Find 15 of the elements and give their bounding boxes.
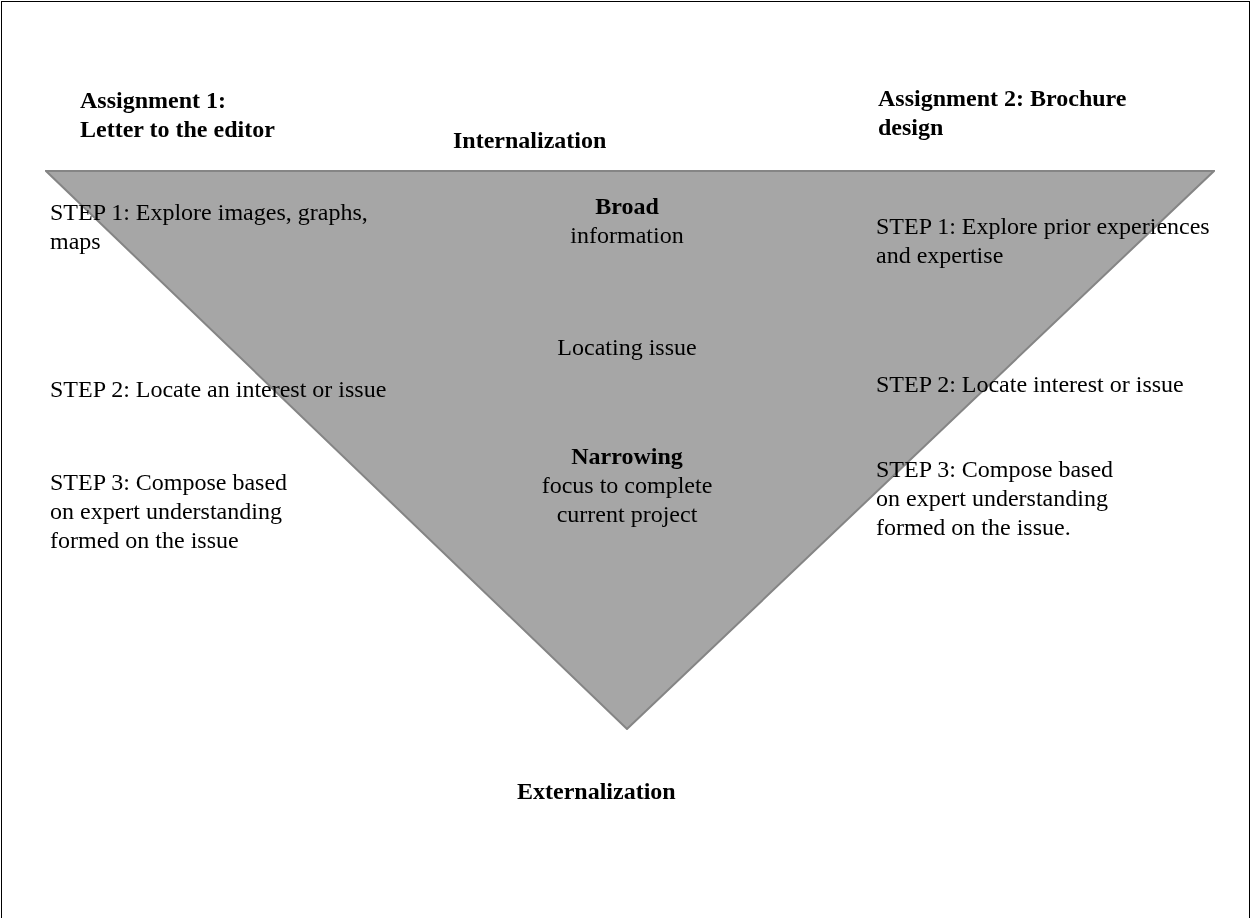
step-text: STEP 1: Explore images, graphs, maps — [50, 198, 369, 256]
heading-text: Assignment 1: Letter to the editor — [80, 86, 276, 144]
heading-text: Externalization — [517, 777, 677, 806]
step-text: STEP 1: Explore prior experiences and expertise — [876, 212, 1211, 270]
body-text: focus to complete current project — [540, 471, 714, 529]
step-text: STEP 3: Compose based on expert understanding formed on the issue — [50, 468, 289, 555]
step-text: STEP 2: Locate interest or issue — [876, 370, 1185, 399]
body-text: Locating issue — [556, 333, 698, 362]
step-text: STEP 2: Locate an interest or issue — [50, 375, 388, 404]
heading-text: Narrowing — [570, 442, 684, 471]
heading-text: Broad — [594, 192, 660, 221]
step-text: STEP 3: Compose based on expert understanding formed on the issue. — [876, 455, 1115, 542]
heading-text: Assignment 2: Brochure design — [878, 84, 1128, 142]
heading-text: Internalization — [453, 126, 608, 155]
body-text: information — [569, 221, 685, 250]
